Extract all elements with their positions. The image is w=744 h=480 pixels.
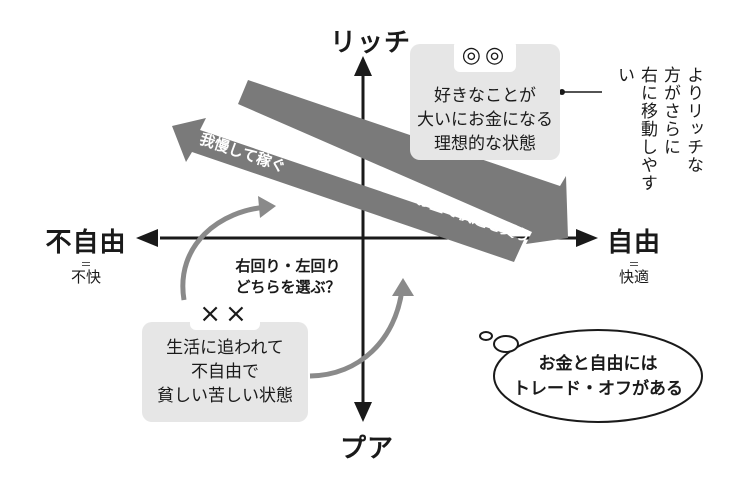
- curve-arrowhead-right: [392, 278, 414, 296]
- center-question-line-1: 右回り・左回り: [235, 257, 341, 275]
- curve-arrow-left: [180, 204, 269, 301]
- thought-bubble-line-2: トレード・オフがある: [513, 379, 683, 399]
- bad-state-line-2: 不自由で: [191, 362, 259, 382]
- axis-label-right-eq: ＝: [628, 258, 640, 271]
- bad-state-line-1: 生活に追われて: [166, 338, 284, 358]
- side-note-line-1: よりリッチな: [683, 66, 703, 174]
- thought-bubble: [493, 329, 703, 423]
- curve-arrowhead-left: [258, 196, 276, 218]
- side-note-line-3: 右に移動しやすい: [614, 66, 657, 192]
- axis-label-left-eq: ＝: [80, 258, 92, 271]
- axis-arrowhead-right: [576, 229, 598, 247]
- note-leader-dot: [559, 89, 565, 95]
- axis-group-left: 不自由 ＝ 不快: [44, 222, 128, 285]
- curve-arrow-right: [309, 289, 405, 379]
- side-note-line-2: 方がさらに: [660, 66, 680, 156]
- double-cross-marks: ××: [190, 298, 260, 330]
- ideal-state-box: ◎◎ 好きなことが 大いにお金になる 理想的な状態: [410, 40, 560, 160]
- upper-band-arrow: [172, 118, 524, 262]
- ideal-state-text: 好きなことが 大いにお金になる 理想的な状態: [410, 84, 560, 156]
- bad-state-line-3: 貧しい苦しい状態: [157, 386, 293, 406]
- thought-bubble-dot-small: [479, 331, 493, 341]
- ideal-state-line-3: 理想的な状態: [434, 134, 536, 154]
- axis-group-right: 自由 ＝ 快適: [604, 222, 664, 285]
- thought-bubble-line-1: お金と自由には: [538, 354, 658, 374]
- axis-arrowhead-left: [136, 229, 158, 247]
- axis-label-left: 不自由: [45, 228, 127, 258]
- ideal-state-line-1: 好きなことが: [434, 86, 536, 106]
- bad-state-text: 生活に追われて 不自由で 貧しい苦しい状態: [142, 336, 308, 408]
- center-question-line-2: どちらを選ぶ？: [235, 278, 341, 296]
- bad-state-box: ×× 生活に追われて 不自由で 貧しい苦しい状態: [142, 298, 308, 422]
- axis-label-top: リッチ: [330, 28, 412, 58]
- axis-arrowhead-top: [354, 56, 372, 76]
- axis-label-left-sub: 不快: [70, 268, 101, 286]
- double-circle-marks: ◎◎: [454, 40, 516, 72]
- side-note: よりリッチな 方がさらに 右に移動しやすい: [612, 66, 704, 206]
- ideal-state-line-2: 大いにお金になる: [417, 110, 553, 130]
- center-question: 右回り・左回り どちらを選ぶ？: [228, 256, 348, 298]
- axis-arrowhead-bottom: [354, 402, 372, 422]
- thought-bubble-text: お金と自由には トレード・オフがある: [506, 352, 690, 402]
- thought-bubble-dot-large: [493, 335, 519, 353]
- axis-label-right-sub: 快適: [618, 268, 649, 286]
- axis-label-right: 自由: [606, 228, 661, 258]
- axis-label-bottom: プア: [340, 434, 395, 464]
- lower-band-arrow: [238, 80, 568, 244]
